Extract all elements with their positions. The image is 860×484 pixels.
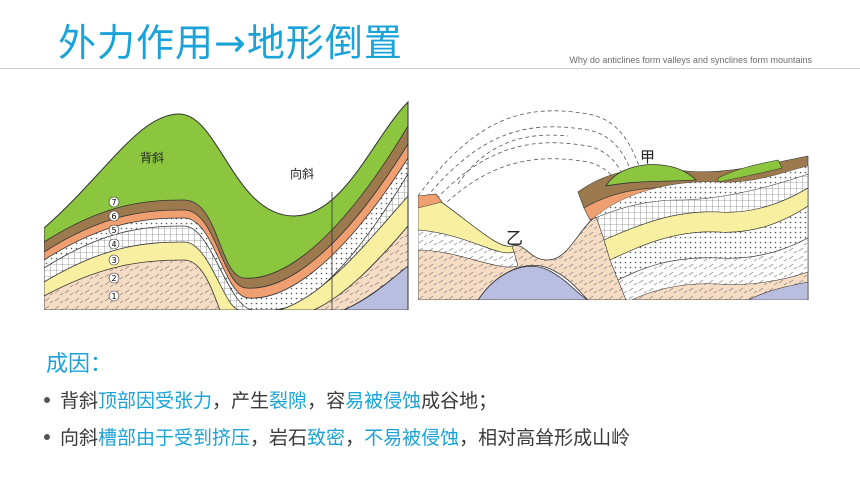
highlight-segment: 易被侵蚀 [345,390,422,412]
layer-number-1: 1 [112,292,117,301]
text-segment: ，相对高耸形成山岭 [459,427,631,449]
list-item: 背斜顶部因受张力，产生裂隙，容易被侵蚀成谷地； [44,386,630,413]
text-segment: ，产生 [212,390,270,412]
highlight-segment: 槽部由于受到挤压 [98,427,251,449]
header-divider [0,68,860,69]
cause-heading: 成因： [46,352,113,377]
text-segment: ， [345,427,365,449]
text-segment: ，容 [307,390,346,412]
list-item: 向斜槽部由于受到挤压，岩石致密，不易被侵蚀，相对高耸形成山岭 [44,423,630,450]
peak-label: 甲 [640,148,655,166]
highlight-segment: 裂隙 [269,390,308,412]
text-segment: 向斜 [60,427,99,449]
text-segment: ，岩石 [250,427,308,449]
layer-number-7: 7 [112,198,117,207]
page-subtitle: Why do anticlines form valleys and syncl… [569,55,812,65]
highlight-segment: 致密 [307,427,346,449]
layer-number-5: 5 [112,226,117,235]
syncline-label: 向斜 [290,166,314,181]
layer-number-3: 3 [112,256,117,265]
valley-label: 乙 [506,229,523,249]
text-segment: 背斜 [60,390,99,412]
cause-list: 背斜顶部因受张力，产生裂隙，容易被侵蚀成谷地； 向斜槽部由于受到挤压，岩石致密，… [44,386,630,460]
page-title: 外力作用→地形倒置 [58,21,403,65]
layer-number-4: 4 [112,240,117,249]
layer-number-6: 6 [112,212,117,221]
layer-number-markers: 1 2 3 4 5 6 7 [108,196,120,302]
layer-number-2: 2 [112,274,117,283]
anticline-label: 背斜 [140,151,164,165]
highlight-segment: 不易被侵蚀 [364,427,460,449]
fold-diagram-left: 背斜 向斜 1 2 3 4 5 6 7 [44,96,410,310]
fold-diagram-right: 甲 乙 [418,110,824,300]
highlight-segment: 顶部因受张力 [98,390,213,412]
text-segment: 成谷地； [421,390,498,412]
bullet-dot-icon [44,396,50,403]
bullet-dot-icon [44,433,50,440]
